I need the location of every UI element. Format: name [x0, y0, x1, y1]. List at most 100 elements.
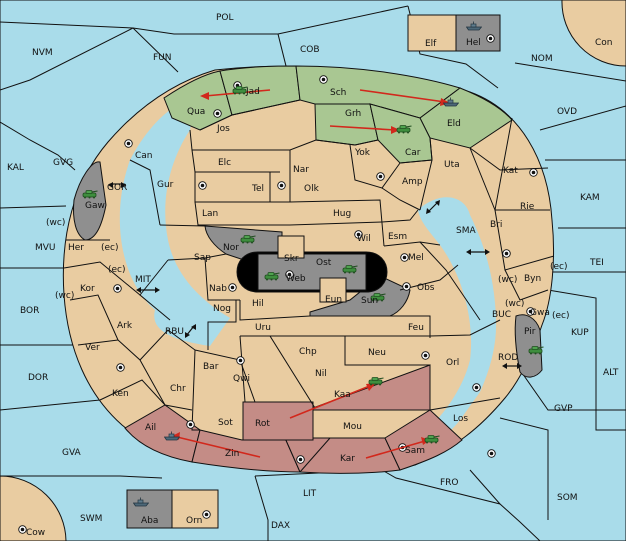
label-bri: Bri — [490, 220, 502, 230]
label-pir: Pir — [524, 327, 536, 337]
label-lan: Lan — [202, 209, 218, 219]
label-gur: Gur — [157, 180, 174, 190]
label-aba: Aba — [141, 516, 158, 526]
label-orn: Orn — [186, 516, 202, 526]
label-hil: Hil — [252, 299, 264, 309]
province-rot[interactable] — [242, 401, 314, 441]
label-kar: Kar — [340, 454, 355, 464]
label-amp: Amp — [402, 177, 423, 187]
label-sch: Sch — [330, 88, 346, 98]
label-buc: BUC — [492, 310, 511, 320]
sc-sam — [487, 449, 496, 458]
label-kal: KAL — [7, 163, 24, 173]
label-orl: Orl — [446, 358, 459, 368]
label-wc-her: (wc) — [46, 218, 65, 228]
label-jos: Jos — [216, 124, 230, 134]
label-tei: TEI — [589, 258, 604, 268]
label-uta: Uta — [444, 160, 460, 170]
label-nar: Nar — [293, 165, 309, 175]
label-olk: Olk — [304, 184, 320, 194]
province-elf[interactable] — [407, 14, 457, 52]
label-chr: Chr — [170, 384, 186, 394]
sc-orn — [202, 510, 211, 519]
label-eun: Eun — [325, 295, 342, 305]
label-car: Car — [405, 148, 421, 158]
label-cow: Cow — [26, 528, 45, 538]
label-elc: Elc — [218, 158, 231, 168]
sc-zin — [296, 455, 305, 464]
province-orn[interactable] — [171, 489, 219, 529]
label-kaa: Kaa — [334, 390, 351, 400]
sc-elc — [198, 181, 207, 190]
label-dor: DOR — [28, 373, 48, 383]
label-mel: Mel — [408, 253, 424, 263]
label-hel: Hel — [466, 38, 481, 48]
inner-sea-west — [119, 100, 230, 346]
label-sap: Sap — [194, 253, 211, 263]
label-qwi: Qwi — [233, 374, 250, 384]
label-kor: Kor — [80, 284, 95, 294]
label-fro: FRO — [440, 478, 459, 488]
sc-sot — [186, 420, 195, 429]
label-elf: Elf — [425, 39, 437, 49]
sc-kat — [529, 168, 538, 177]
province-cow[interactable] — [0, 475, 67, 541]
label-gaw: Gaw — [85, 201, 105, 211]
label-ark: Ark — [117, 321, 133, 331]
label-nog: Nog — [213, 304, 231, 314]
label-los: Los — [453, 414, 468, 424]
label-jad: Jad — [245, 87, 260, 97]
province-con[interactable] — [561, 0, 626, 67]
label-mit: MIT — [135, 275, 151, 285]
label-nor: Nor — [223, 243, 239, 253]
label-hug: Hug — [333, 209, 351, 219]
label-ec-kor: (ec) — [108, 265, 126, 275]
province-eun[interactable] — [319, 277, 347, 303]
label-alt: ALT — [603, 368, 619, 378]
label-wc-kor: (wc) — [55, 291, 74, 301]
label-sun: Sun — [361, 296, 378, 306]
label-her: Her — [68, 243, 84, 253]
label-sam: Sam — [405, 446, 425, 456]
province-hel[interactable] — [455, 14, 501, 52]
sc-yok — [376, 172, 385, 181]
label-neu: Neu — [368, 348, 386, 358]
province-borders — [63, 99, 555, 473]
province-aba[interactable] — [126, 489, 173, 529]
label-rbu: RBU — [165, 327, 184, 337]
outer-labels: POL NVM FUN COB NOM Con Elf Hel KAL GVG … — [7, 13, 619, 538]
label-ec-her: (ec) — [101, 243, 119, 253]
label-nom: NOM — [531, 54, 553, 64]
sc-nab — [228, 283, 237, 292]
inner-sea-east — [400, 197, 497, 456]
label-ost: Ost — [316, 258, 332, 268]
label-eld: Eld — [447, 119, 461, 129]
sc-jos — [213, 109, 222, 118]
ring-labels: Jad Sch Qua Jos Grh Eld Can Elc Nar Yok … — [68, 87, 550, 464]
label-kam: KAM — [580, 193, 600, 203]
label-ver: Ver — [85, 343, 100, 353]
label-nab: Nab — [209, 284, 227, 294]
sc-qwi — [236, 356, 245, 365]
label-mvu: MVU — [35, 243, 56, 253]
label-byn: Byn — [524, 274, 541, 284]
label-zin: Zin — [225, 449, 239, 459]
label-gvg: GVG — [53, 158, 73, 168]
province-skr[interactable] — [277, 235, 305, 259]
label-chp: Chp — [299, 347, 317, 357]
province-gaw[interactable] — [73, 161, 107, 241]
label-sot: Sot — [218, 418, 233, 428]
sc-bri — [502, 249, 511, 258]
label-gor: GOR — [107, 183, 127, 193]
label-kat: Kat — [503, 166, 518, 176]
province-pir[interactable] — [514, 314, 543, 378]
label-gwa: Gwa — [530, 308, 550, 318]
sc-kor — [113, 284, 122, 293]
label-uru: Uru — [255, 323, 271, 333]
label-rie: Rie — [520, 202, 535, 212]
label-grh: Grh — [345, 109, 361, 119]
label-ovd: OVD — [557, 107, 577, 117]
sc-ken — [116, 363, 125, 372]
label-ken: Ken — [112, 389, 129, 399]
